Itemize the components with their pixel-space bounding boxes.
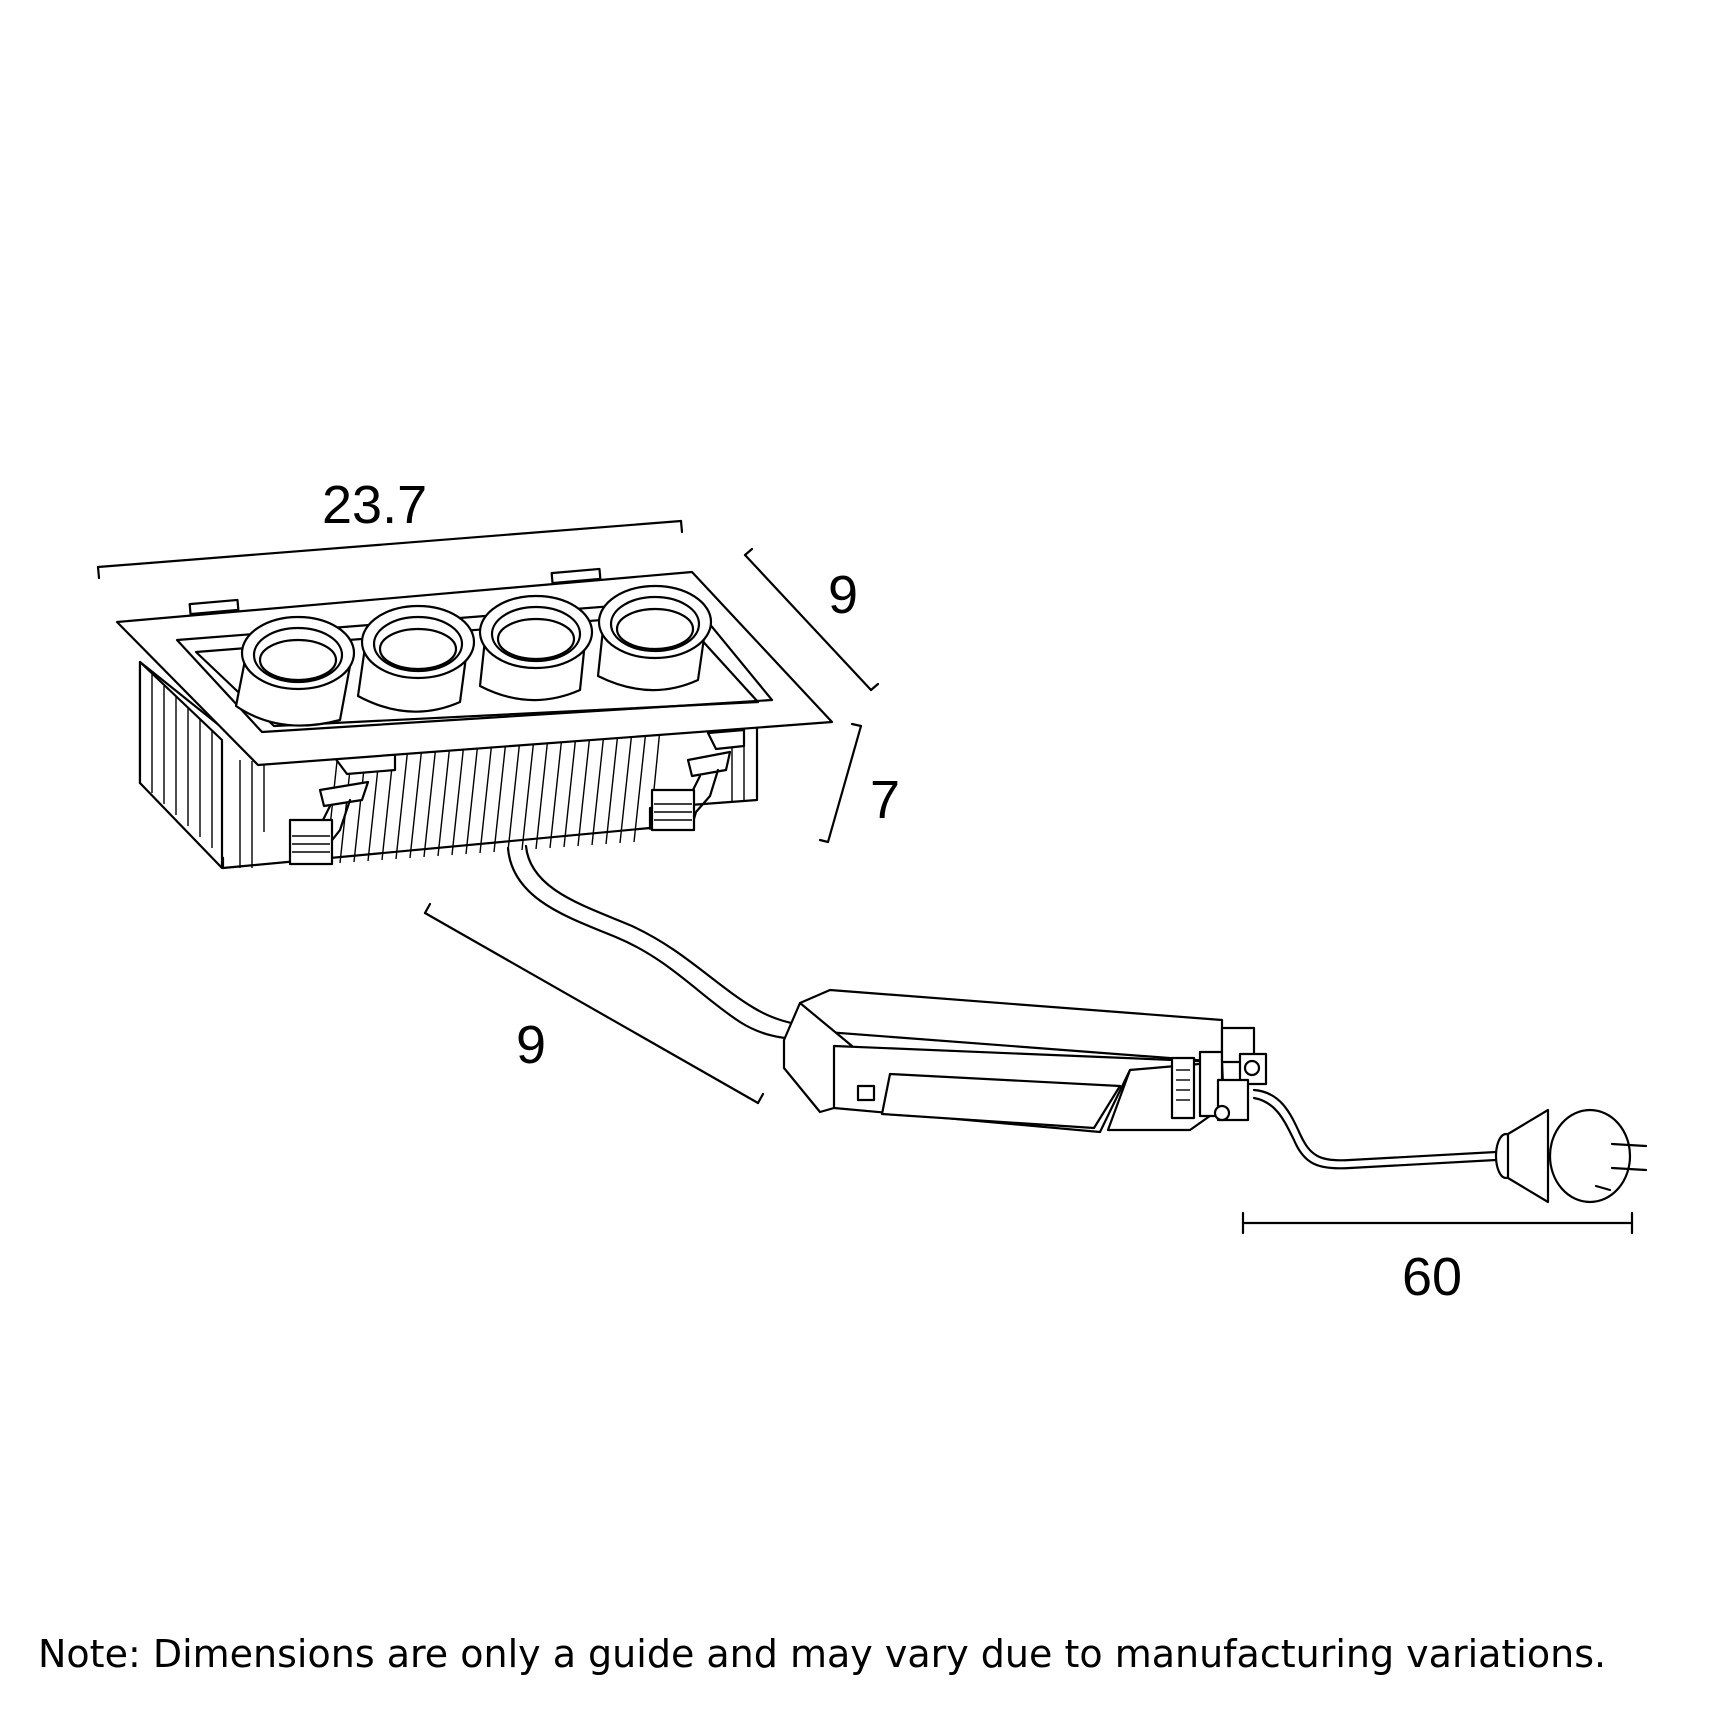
lamp-module-2 <box>356 604 476 713</box>
lamp-module-1 <box>234 615 356 727</box>
height-dimension-label: 7 <box>870 770 900 830</box>
dimension-lines <box>96 519 1634 1235</box>
depth-dimension-line <box>743 547 880 692</box>
left-spring-clip <box>288 752 397 866</box>
lead-length-dimension-line <box>423 902 765 1105</box>
downlight-fixture <box>115 567 834 870</box>
terminal-block <box>1106 1026 1268 1132</box>
au-power-plug <box>1494 1108 1648 1204</box>
depth-dimension-label: 9 <box>828 565 858 625</box>
power-cord <box>1252 1088 1498 1170</box>
disclaimer-note: Note: Dimensions are only a guide and ma… <box>38 1632 1606 1676</box>
width-dimension-line <box>96 519 684 580</box>
lamp-module-4 <box>596 584 713 692</box>
width-dimension-label: 23.7 <box>322 475 427 535</box>
lead-cable <box>506 844 812 1042</box>
cord-length-dimension-line <box>1241 1211 1634 1235</box>
lead-length-dimension-label: 9 <box>516 1015 546 1075</box>
lamp-module-3 <box>478 594 594 702</box>
right-spring-clip <box>650 728 746 832</box>
height-dimension-line <box>818 722 863 844</box>
led-driver <box>782 988 1268 1134</box>
cord-length-dimension-label: 60 <box>1402 1247 1462 1307</box>
heat-sink-fins <box>151 674 745 868</box>
